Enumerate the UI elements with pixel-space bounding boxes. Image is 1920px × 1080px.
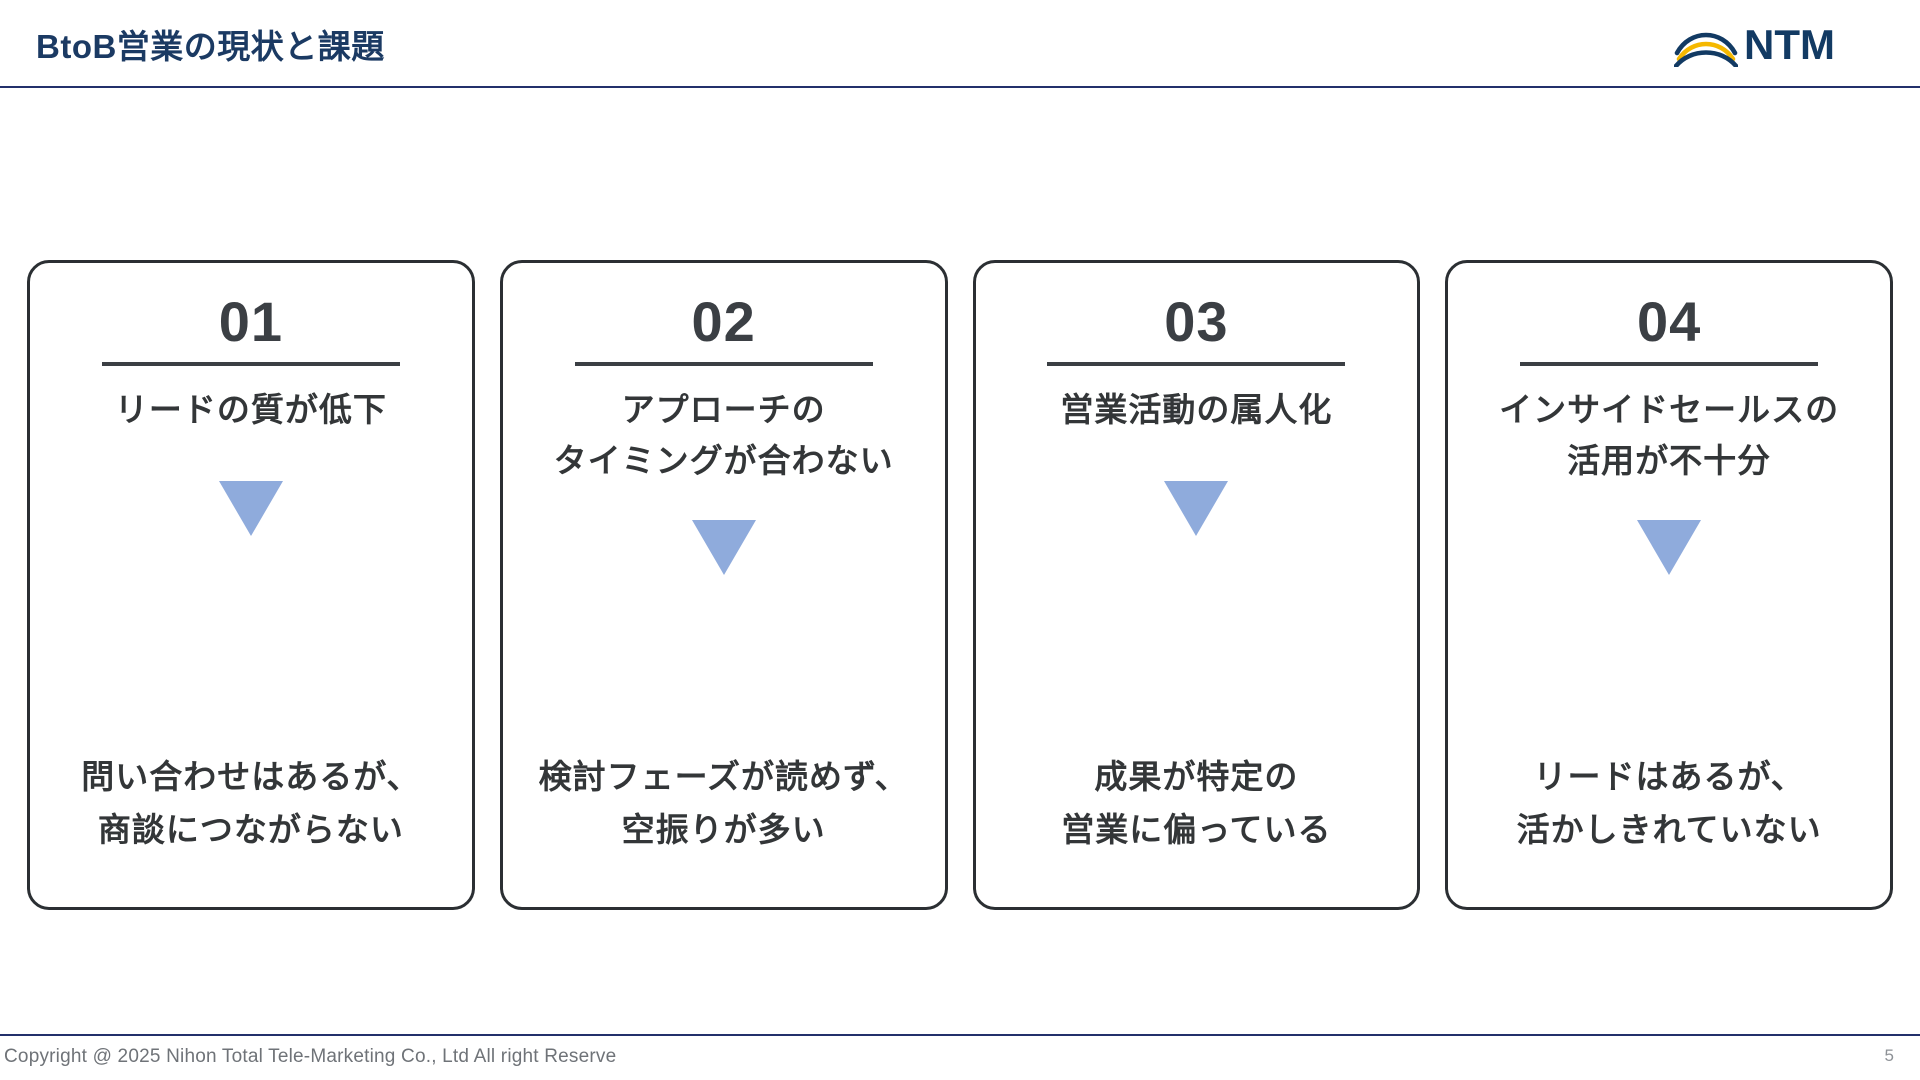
card-number: 02 — [691, 290, 756, 353]
card-result-text: リードはあるが、 活かしきれていない — [1516, 758, 1822, 849]
issue-card-02: 02 アプローチの タイミングが合わない 検討フェーズが読めず、 空振りが多い — [499, 260, 948, 910]
card-divider — [101, 361, 400, 366]
ntm-logo: NTM — [1674, 17, 1874, 73]
triangle-down-icon — [1164, 480, 1229, 536]
card-number: 03 — [1164, 290, 1229, 353]
card-issue-text: インサイドセールスの 活用が不十分 — [1499, 390, 1840, 479]
card-issue-text: アプローチの タイミングが合わない — [553, 390, 894, 479]
triangle-down-icon — [218, 480, 283, 536]
card-issue-text: リードの質が低下 — [114, 390, 387, 428]
card-number: 04 — [1636, 290, 1702, 353]
slide-header: BtoB営業の現状と課題 NTM — [0, 0, 1920, 88]
card-result-text: 問い合わせはあるが、 商談につながらない — [81, 758, 421, 849]
card-divider — [1047, 361, 1346, 366]
issue-card-03: 03 営業活動の属人化 成果が特定の 営業に偏っている — [972, 260, 1421, 910]
card-result-text: 検討フェーズが読めず、 空振りが多い — [538, 758, 909, 849]
issue-card-04: 04 インサイドセールスの 活用が不十分 リードはあるが、 活かしきれていない — [1445, 260, 1893, 910]
triangle-down-icon — [1637, 520, 1702, 576]
ntm-arcs-icon — [1674, 32, 1738, 67]
card-divider — [1520, 361, 1819, 366]
page-number: 5 — [1884, 1046, 1894, 1065]
page-title: BtoB営業の現状と課題 — [36, 28, 385, 65]
copyright-text: Copyright @ 2025 Nihon Total Tele-Market… — [4, 1046, 617, 1067]
issue-card-grid: 01 リードの質が低下 問い合わせはあるが、 商談につながらない 02 アプロー… — [27, 260, 1893, 910]
header-divider — [0, 86, 1920, 88]
logo-wordmark: NTM — [1744, 21, 1835, 68]
card-number: 01 — [218, 290, 284, 353]
triangle-down-icon — [691, 520, 756, 576]
card-result-text: 成果が特定の 営業に偏っている — [1061, 758, 1332, 849]
issue-card-01: 01 リードの質が低下 問い合わせはあるが、 商談につながらない — [27, 260, 475, 910]
card-issue-text: 営業活動の属人化 — [1060, 390, 1333, 428]
footer-divider — [0, 1034, 1920, 1036]
card-divider — [574, 361, 873, 366]
